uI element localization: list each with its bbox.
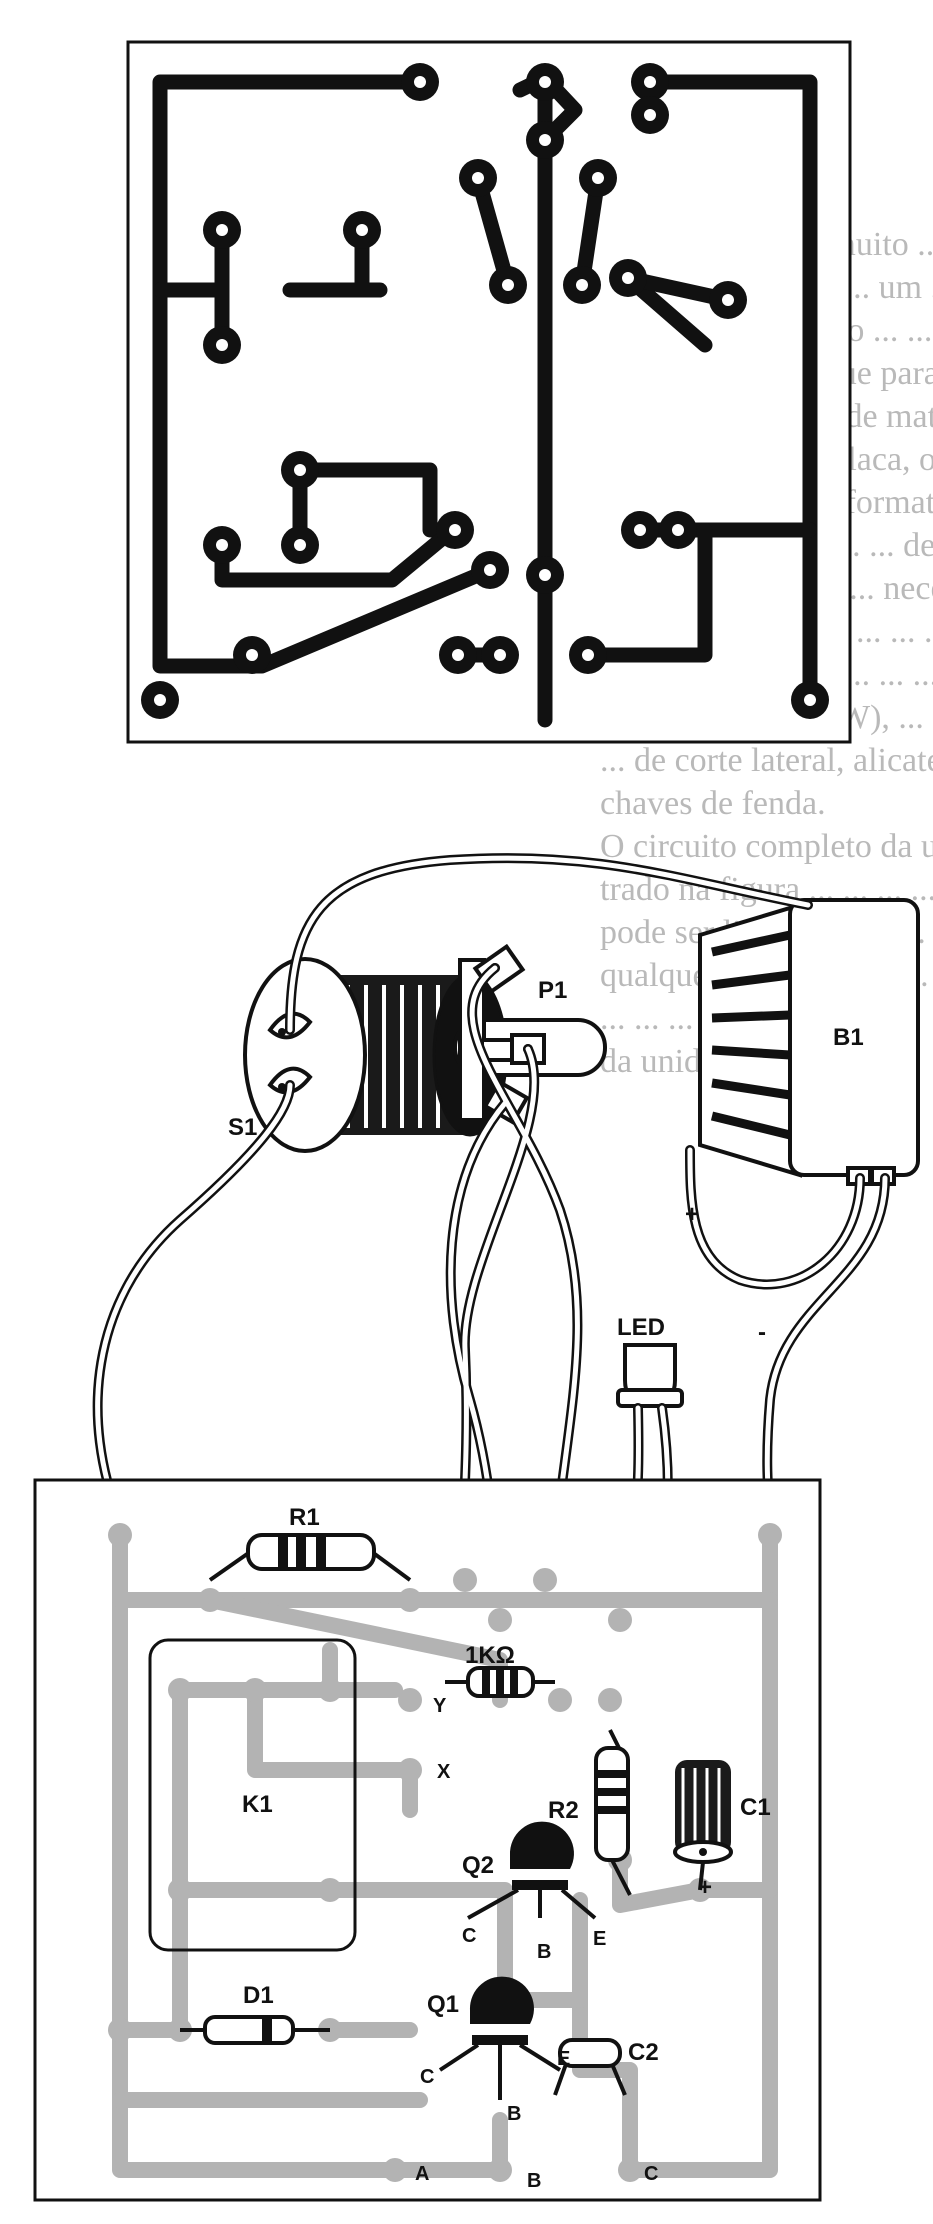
label-q1-e: E (557, 2048, 570, 2070)
label-s1: S1 (228, 1114, 257, 1141)
label-battery-plus: + (685, 1201, 699, 1228)
label-q1-b: B (507, 2103, 521, 2125)
r2-resistor (594, 1729, 632, 1896)
q1-transistor (438, 1976, 562, 2100)
led-component (616, 1343, 684, 1408)
component-board (33, 1478, 822, 2202)
label-b1: B1 (833, 1024, 864, 1051)
label-q2-e: E (593, 1928, 606, 1950)
label-k1: K1 (242, 1791, 273, 1818)
r-1k-resistor (445, 1666, 555, 1698)
label-r1: R1 (289, 1504, 320, 1531)
k1-relay-outline (148, 1638, 357, 1952)
b1-battery (698, 898, 920, 1186)
label-x: X (437, 1761, 451, 1783)
label-b: B (527, 2170, 541, 2192)
label-p1: P1 (538, 977, 567, 1004)
bleed-text-line: O circuito completo da unidade é mos- (600, 828, 933, 865)
label-r-1k: 1KΩ (465, 1642, 515, 1669)
r1-resistor (208, 1533, 412, 1582)
label-c1-plus: + (698, 1874, 712, 1901)
label-c2: C2 (628, 2039, 659, 2066)
label-c1: C1 (740, 1794, 771, 1821)
label-c: C (644, 2163, 658, 2185)
label-r2: R2 (548, 1797, 579, 1824)
label-q1: Q1 (427, 1991, 459, 2018)
label-q1-c: C (420, 2066, 434, 2088)
labels: S1 P1 B1 + - LED R1 1KΩ Y X K1 R2 C1 + Q… (228, 977, 864, 2192)
label-battery-minus: - (758, 1319, 766, 1346)
label-y: Y (433, 1695, 447, 1717)
pad-drill-holes (154, 76, 816, 706)
c1-capacitor (673, 1760, 733, 1891)
q2-transistor (467, 1821, 597, 1920)
s1-switch-drum (243, 957, 508, 1153)
d1-diode (180, 2015, 330, 2045)
pcb-copper-pattern (126, 40, 852, 744)
label-led: LED (617, 1314, 665, 1341)
label-d1: D1 (243, 1982, 274, 2009)
label-q2-c: C (462, 1925, 476, 1947)
bleed-text-line: ... de corte lateral, alicate de ponta e (600, 742, 933, 779)
label-a: A (415, 2163, 429, 2185)
pcb-board-outline (126, 40, 852, 744)
label-q2: Q2 (462, 1852, 494, 1879)
bleed-text-line: chaves de fenda. (600, 785, 826, 822)
c2-capacitor (553, 2038, 627, 2096)
label-q2-b: B (537, 1941, 551, 1963)
